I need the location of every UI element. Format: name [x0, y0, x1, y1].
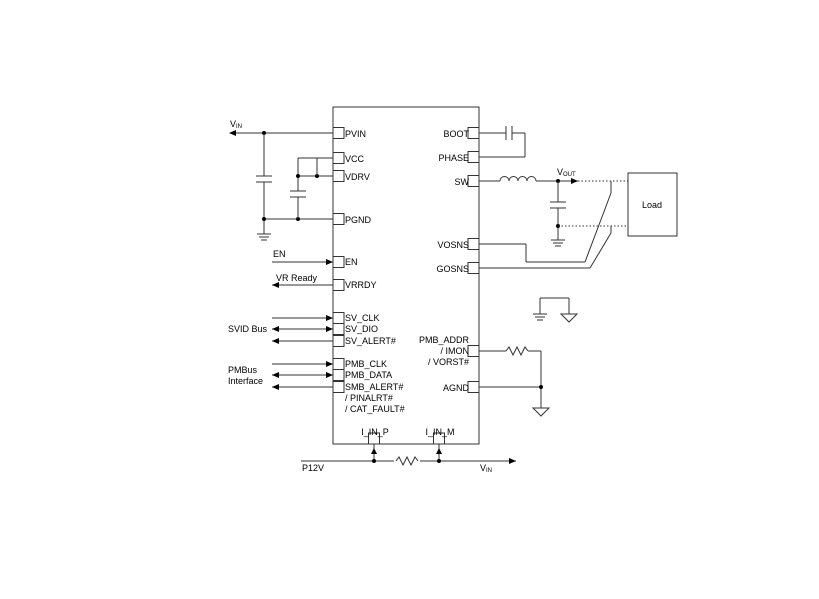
pin-label-pgnd: PGND	[345, 215, 372, 225]
vin-top-label: VIN	[230, 119, 242, 130]
load-label: Load	[642, 200, 662, 210]
input-capacitor	[256, 175, 272, 234]
pmb-addr-resistor	[479, 345, 542, 408]
pin-label-pmb-clk: PMB_CLK	[345, 359, 387, 369]
pin-label-vdrv: VDRV	[345, 172, 370, 182]
pin-vdrv	[332, 170, 345, 182]
pin-labels-left: PVIN VCC VDRV PGND EN VRRDY SV_CLK SV_DI…	[345, 129, 405, 414]
output-capacitor	[550, 181, 566, 240]
pin-label-pmb-addr: PMB_ADDR	[419, 335, 470, 345]
pin-label-cat-fault: / CAT_FAULT#	[345, 404, 405, 414]
pmbus-wires	[272, 361, 333, 390]
pin-label-pinalrt: / PINALRT#	[345, 393, 393, 403]
pin-vrrdy	[332, 279, 345, 291]
ground-symbol-left	[257, 233, 271, 241]
pmbus-label: PMBus	[228, 365, 258, 375]
pin-vcc	[332, 152, 345, 164]
vr-ready-wire	[272, 282, 333, 288]
en-wire	[272, 259, 333, 265]
p12v-label: P12V	[302, 463, 324, 473]
svid-bus-wires	[272, 315, 333, 344]
pin-label-vcc: VCC	[345, 154, 365, 164]
vosns-sense-wire	[479, 181, 612, 263]
vcc-capacitor	[290, 190, 306, 219]
bootstrap-capacitor	[479, 126, 526, 158]
pin-pmb-clk	[332, 358, 345, 370]
vout-label: VOUT	[557, 167, 576, 178]
pin-label-vosns: VOSNS	[437, 240, 469, 250]
pin-label-sv-clk: SV_CLK	[345, 313, 380, 323]
pin-label-imon: / IMON	[441, 346, 470, 356]
pin-pmb-addr	[467, 345, 480, 357]
pin-en	[332, 256, 345, 268]
vr-ready-label: VR Ready	[276, 273, 318, 283]
pin-label-agnd: AGND	[443, 383, 470, 393]
gosns-sense-wire	[479, 226, 612, 269]
pin-sv-clk	[332, 312, 345, 324]
vin-bottom-label: VIN	[480, 463, 492, 474]
pin-sv-dio	[332, 323, 345, 335]
pin-label-pvin: PVIN	[345, 129, 366, 139]
pin-pmb-data	[332, 369, 345, 381]
output-inductor	[479, 176, 578, 184]
pin-agnd	[467, 381, 480, 393]
ic-body	[332, 106, 480, 445]
pin-pgnd	[332, 213, 345, 225]
pin-sw	[467, 175, 480, 187]
pin-label-sw: SW	[455, 177, 470, 187]
pin-label-gosns: GOSNS	[436, 264, 469, 274]
pin-label-i-in-p: I_IN_P	[361, 427, 389, 437]
pmbus-interface-label: Interface	[228, 376, 263, 386]
pin-label-sv-dio: SV_DIO	[345, 324, 378, 334]
pin-labels-right: BOOT PHASE SW VOSNS GOSNS PMB_ADDR / IMO…	[419, 129, 470, 393]
pin-i-in-m	[433, 432, 445, 445]
ground-symbol-output	[551, 239, 565, 247]
load-box	[627, 172, 678, 237]
pin-smb-alert	[332, 381, 345, 393]
pin-label-pmb-data: PMB_DATA	[345, 370, 392, 380]
pin-i-in-p	[368, 432, 380, 445]
pin-sv-alert	[332, 335, 345, 347]
pin-gosns	[467, 262, 480, 274]
pin-label-vrrdy: VRRDY	[345, 280, 377, 290]
pin-pvin	[332, 127, 345, 139]
ground-symbols-pair	[533, 297, 579, 323]
current-sense-wires	[301, 444, 516, 467]
vcc-vdrv-wires	[296, 157, 333, 191]
pin-label-sv-alert: SV_ALERT#	[345, 336, 396, 346]
load-dotted-wires	[558, 180, 628, 227]
pin-vosns	[467, 238, 480, 250]
vin-input-wire	[229, 130, 333, 176]
pin-label-smb-alert: SMB_ALERT#	[345, 382, 403, 392]
pin-label-en: EN	[345, 257, 358, 267]
pin-label-boot: BOOT	[443, 129, 469, 139]
pin-label-phase: PHASE	[438, 153, 469, 163]
svid-bus-label: SVID Bus	[228, 324, 268, 334]
pin-phase	[467, 151, 480, 163]
pin-label-vorst: / VORST#	[428, 357, 469, 367]
pin-labels-bottom: I_IN_P I_IN_M	[361, 427, 454, 437]
en-signal-label: EN	[273, 249, 286, 259]
agnd-wire	[479, 385, 551, 417]
pin-boot	[467, 127, 480, 139]
pin-label-i-in-m: I_IN_M	[425, 427, 454, 437]
